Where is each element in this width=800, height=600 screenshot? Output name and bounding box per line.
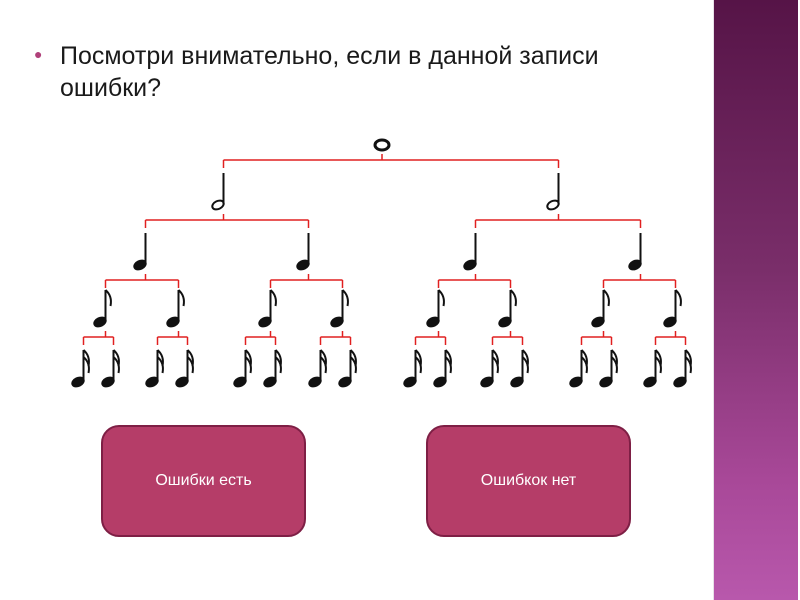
note-flag	[491, 356, 499, 374]
note-flag	[509, 289, 517, 307]
note-flag	[580, 356, 588, 374]
sixteenth-note	[480, 349, 499, 388]
note-flag	[319, 356, 327, 374]
bullet-icon: ●	[34, 46, 43, 62]
sixteenth-note	[145, 349, 164, 388]
sixteenth-note	[71, 349, 90, 388]
note-flag	[674, 289, 682, 307]
note-flag	[186, 356, 194, 374]
half-note	[211, 173, 225, 211]
note-flag	[444, 356, 452, 374]
sixteenth-note	[673, 349, 692, 388]
sixteenth-note	[233, 349, 252, 388]
note-flag	[610, 356, 618, 374]
note-flag	[654, 356, 662, 374]
eighth-note	[330, 289, 349, 328]
no-errors-label: Ошибкок нет	[480, 472, 577, 489]
quarter-note	[296, 233, 310, 271]
quarter-note	[463, 233, 477, 271]
note-flag	[521, 356, 529, 374]
sixteenth-note	[308, 349, 327, 388]
note-flag	[602, 289, 610, 307]
errors-exist-button[interactable]: Ошибки есть	[101, 425, 306, 537]
eighth-note	[663, 289, 682, 328]
note-flag	[414, 356, 422, 374]
note-flag	[269, 289, 277, 307]
sixteenth-note	[175, 349, 194, 388]
whole-note	[373, 138, 391, 152]
quarter-note	[628, 233, 642, 271]
half-note	[546, 173, 560, 211]
note-flag	[177, 289, 185, 307]
sixteenth-note	[510, 349, 529, 388]
note-flag	[684, 356, 692, 374]
note-flag	[244, 356, 252, 374]
decorative-sidebar	[713, 0, 798, 600]
errors-exist-label: Ошибки есть	[155, 472, 252, 489]
note-flag	[104, 289, 112, 307]
eighth-note	[166, 289, 185, 328]
eighth-note	[258, 289, 277, 328]
sixteenth-note	[263, 349, 282, 388]
eighth-note	[93, 289, 112, 328]
sixteenth-note	[599, 349, 618, 388]
question-text: Посмотри внимательно, если в данной запи…	[60, 42, 599, 102]
sixteenth-note	[338, 349, 357, 388]
eighth-note	[426, 289, 445, 328]
sixteenth-note	[433, 349, 452, 388]
sixteenth-note	[643, 349, 662, 388]
note-flag	[112, 356, 120, 374]
note-flag	[156, 356, 164, 374]
note-flag	[341, 289, 349, 307]
note-flag	[437, 289, 445, 307]
sixteenth-note	[403, 349, 422, 388]
note-flag	[82, 356, 90, 374]
note-flag	[274, 356, 282, 374]
quarter-note	[133, 233, 147, 271]
note-head	[373, 138, 391, 152]
sixteenth-note	[101, 349, 120, 388]
sixteenth-note	[569, 349, 588, 388]
eighth-note	[591, 289, 610, 328]
no-errors-button[interactable]: Ошибкок нет	[426, 425, 631, 537]
eighth-note	[498, 289, 517, 328]
note-flag	[349, 356, 357, 374]
